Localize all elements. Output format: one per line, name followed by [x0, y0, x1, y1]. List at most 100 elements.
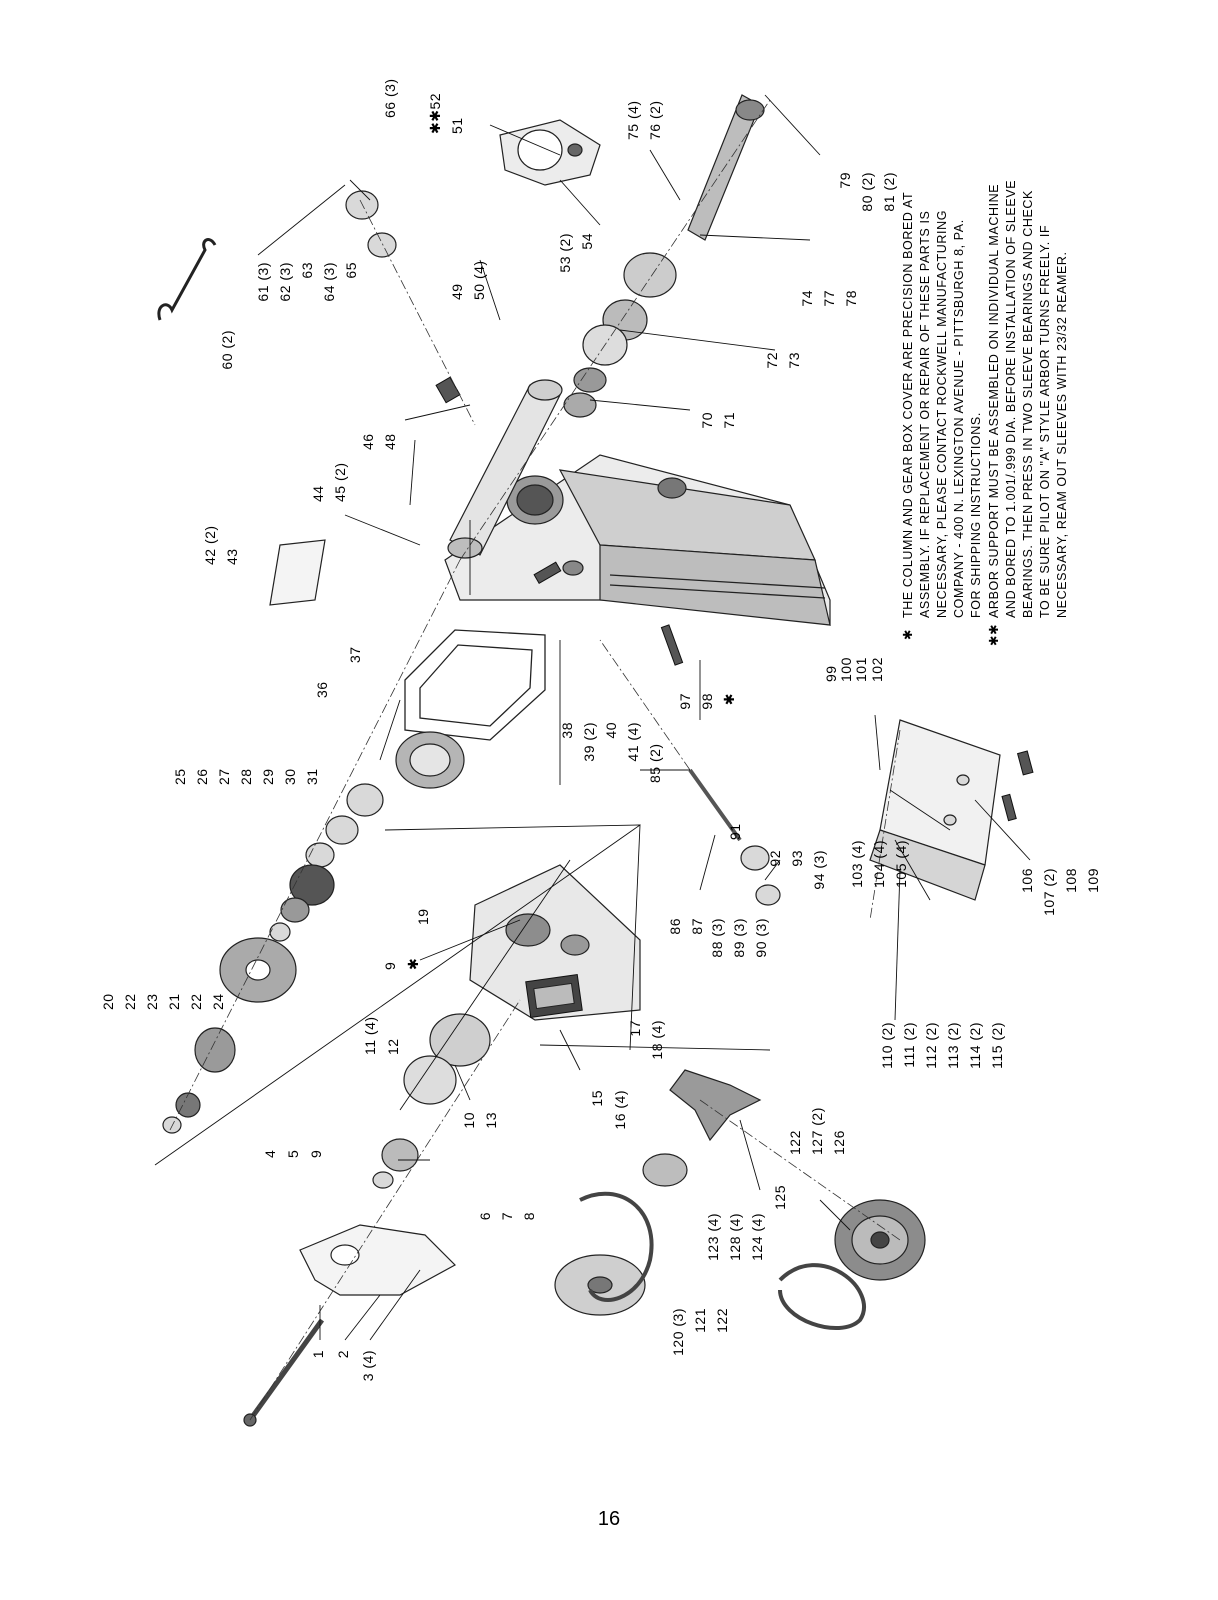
callout-label: 24	[210, 993, 226, 1010]
callout-label: 25	[172, 768, 188, 785]
callout-label: 1	[310, 1350, 326, 1358]
callout-label: 91	[727, 823, 743, 840]
callout-label: 105 (4)	[893, 840, 909, 888]
callout-label: 22	[122, 993, 138, 1010]
callout-label: 41 (4)	[625, 722, 641, 762]
spider-and-pulleys	[554, 1069, 926, 1330]
callout-label: 120 (3)	[670, 1308, 686, 1356]
note-line: ARBOR SUPPORT MUST BE ASSEMBLED ON INDIV…	[987, 184, 1001, 618]
callout-label: 123 (4)	[705, 1213, 721, 1261]
callout-label: 97	[677, 693, 693, 710]
callout-label: 78	[843, 290, 859, 307]
callout-label: 4	[262, 1150, 278, 1158]
callout-label: 92	[767, 850, 783, 867]
callout-label: 102	[869, 657, 885, 682]
callout-label: 29	[260, 768, 276, 785]
callout-label: 76 (2)	[647, 100, 663, 140]
collar-92	[740, 845, 770, 871]
callout-label: 89 (3)	[731, 918, 747, 958]
callout-label: 51	[449, 117, 465, 134]
callout-label: 94 (3)	[811, 850, 827, 890]
callout-label: 22	[188, 993, 204, 1010]
callout-label: 49	[449, 283, 465, 300]
callout-label: 66 (3)	[382, 78, 398, 118]
arbor-support	[499, 119, 601, 186]
callout-label: 65	[343, 262, 359, 279]
callout-label: 43	[224, 548, 240, 565]
knob-46	[435, 376, 461, 404]
callout-label: 9	[382, 962, 398, 970]
callout-label: 27	[216, 768, 232, 785]
leader-lines	[154, 94, 1031, 1421]
callout-label: 9	[308, 1150, 324, 1158]
gasket-37	[404, 629, 546, 741]
motor-bracket	[869, 719, 1001, 901]
callout-label: 71	[721, 412, 737, 429]
callout-label: 122	[787, 1130, 803, 1155]
callout-label: 8	[521, 1212, 537, 1220]
callout-label: 72	[764, 352, 780, 369]
callout-label: 50 (4)	[471, 260, 487, 300]
callout-label: 99	[823, 665, 839, 682]
callout-label: 114 (2)	[967, 1022, 983, 1069]
note-line: THE COLUMN AND GEAR BOX COVER ARE PRECIS…	[901, 192, 915, 618]
callout-label: 107 (2)	[1041, 868, 1057, 916]
notes-block: ✱ THE COLUMN AND GEAR BOX COVER ARE PREC…	[901, 180, 1069, 646]
callout-label: 113 (2)	[945, 1022, 961, 1069]
callout-labels: 1 2 3 (4) 4 5 9 6 7 8 11 (4) 12 10 13 9 …	[100, 78, 1101, 1381]
callout-label: 115 (2)	[989, 1022, 1005, 1069]
callout-label: 110 (2)	[879, 1022, 895, 1069]
collar-93	[755, 884, 781, 906]
callout-label: 18 (4)	[649, 1020, 665, 1060]
spring-109	[1016, 750, 1034, 776]
cover-plate	[299, 1013, 491, 1296]
callout-label: 127 (2)	[809, 1107, 825, 1155]
callout-label: 80 (2)	[859, 172, 875, 212]
note-line: TO BE SURE PILOT ON "A" STYLE ARBOR TURN…	[1038, 225, 1052, 618]
callout-label: ✱	[405, 958, 421, 970]
callout-label: 3 (4)	[360, 1350, 376, 1381]
callout-label: 128 (4)	[727, 1213, 743, 1261]
callout-label: 44	[310, 485, 326, 502]
callout-label: 121	[692, 1308, 708, 1333]
callout-label: 100	[838, 657, 854, 682]
callout-label: 5	[285, 1150, 301, 1158]
callout-label: 124 (4)	[749, 1213, 765, 1261]
callout-label: 93	[789, 850, 805, 867]
callout-label: 6	[477, 1212, 493, 1220]
note-line: FOR SHIPPING INSTRUCTIONS.	[969, 412, 983, 618]
rod-91	[688, 768, 742, 842]
callout-label: 79	[837, 172, 853, 189]
callout-label: 36	[314, 681, 330, 698]
callout-label: 88 (3)	[709, 918, 725, 958]
callout-label: 10	[461, 1112, 477, 1129]
callout-label: 106	[1019, 868, 1035, 893]
screw-97	[660, 624, 684, 666]
callout-label: 77	[821, 290, 837, 307]
callout-label: 104 (4)	[871, 840, 887, 888]
callout-label: 15	[589, 1090, 605, 1107]
pinion-65	[367, 232, 397, 258]
callout-label: 45 (2)	[332, 462, 348, 502]
callout-label: 62 (3)	[277, 262, 293, 302]
callout-label: 19	[415, 908, 431, 925]
note-line: AND BORED TO 1.001/.999 DIA. BEFORE INST…	[1004, 180, 1018, 618]
callout-label: 122	[714, 1308, 730, 1333]
callout-label: 28	[238, 768, 254, 785]
callout-label: 17	[627, 1020, 643, 1037]
callout-label: 74	[799, 290, 815, 307]
callout-label: 103 (4)	[849, 840, 865, 888]
callout-label: 86	[667, 918, 683, 935]
callout-label: 16 (4)	[612, 1090, 628, 1130]
callout-label: 70	[699, 412, 715, 429]
callout-label: 109	[1085, 868, 1101, 893]
note-line: BEARINGS. THEN PRESS IN TWO SLEEVE BEARI…	[1021, 190, 1035, 618]
callout-label: ✱✱52	[427, 93, 443, 134]
callout-label: ✱	[721, 693, 737, 705]
callout-label: 53 (2)	[557, 233, 573, 273]
callout-label: 90 (3)	[753, 918, 769, 958]
gear-cluster	[162, 731, 465, 1134]
spring-108	[1001, 793, 1017, 822]
callout-label: 73	[786, 352, 802, 369]
callout-label: 54	[579, 233, 595, 250]
